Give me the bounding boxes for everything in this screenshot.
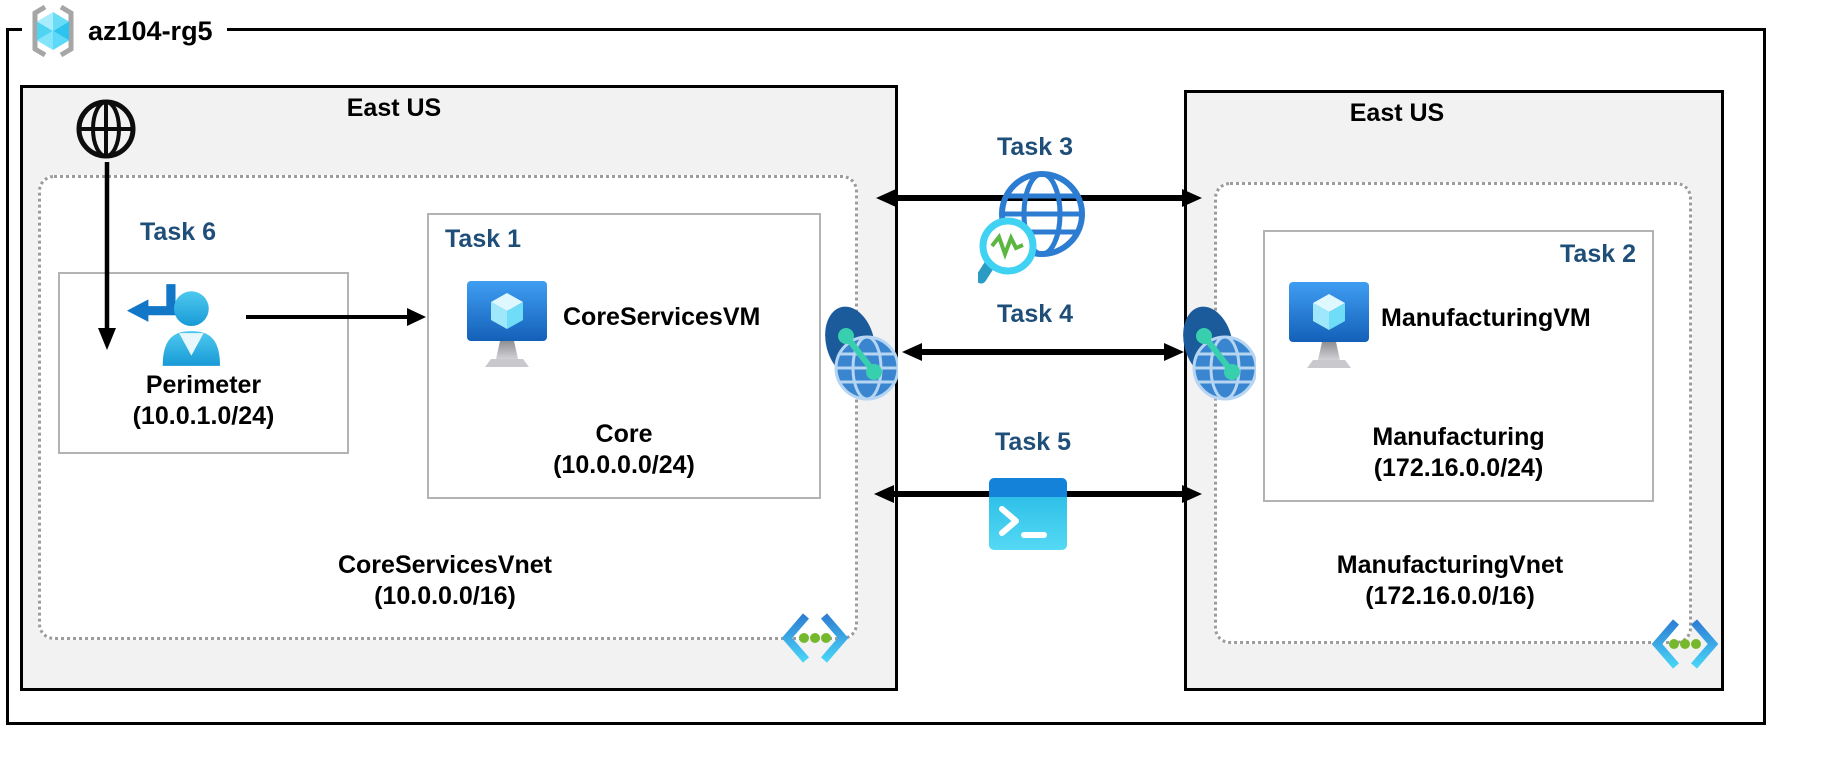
manufacturing-subnet-cidr: (172.16.0.0/24): [1373, 454, 1544, 482]
perimeter-subnet-cidr: (10.0.1.0/24): [132, 402, 275, 430]
manufacturing-vm-label: ManufacturingVM: [1381, 304, 1591, 332]
manufacturing-vnet-label: ManufacturingVnet (172.16.0.0/16): [1336, 551, 1564, 610]
virtual-network-chevrons-icon: [782, 613, 848, 663]
virtual-machine-icon: [1289, 282, 1369, 368]
virtual-machine-icon: [467, 281, 547, 367]
perimeter-to-core-arrow: [246, 308, 426, 326]
core-subnet-name: Core: [595, 420, 653, 448]
user-sign-in-icon: [126, 284, 220, 366]
resource-group-label: az104-rg5: [88, 15, 213, 46]
region-left-location-label: East US: [346, 94, 442, 122]
manufacturing-subnet-name: Manufacturing: [1372, 423, 1545, 451]
perimeter-subnet-box: Perimeter (10.0.1.0/24): [58, 272, 349, 454]
core-services-vnet-label: CoreServicesVnet (10.0.0.0/16): [337, 551, 552, 610]
vnet-peering-icon: [825, 306, 898, 401]
cloud-shell-icon: [989, 478, 1067, 550]
region-right-location-label: East US: [1349, 99, 1445, 127]
perimeter-subnet-name: Perimeter: [145, 371, 262, 399]
manufacturing-subnet-box: Task 2 ManufacturingVM Manufacturing (17…: [1263, 230, 1654, 502]
resource-group-icon: [32, 4, 74, 58]
resource-group-title: az104-rg5: [22, 2, 227, 60]
task-3-label: Task 3: [997, 133, 1073, 161]
resource-group-boundary: [6, 28, 1766, 725]
task-1-label: Task 1: [445, 225, 521, 253]
core-subnet-box: Task 1 CoreServicesVM Core (10.0.0.0/24): [427, 213, 821, 499]
task-4-bidirectional-arrow: [902, 343, 1184, 361]
task-6-label: Task 6: [140, 218, 216, 246]
task-4-label: Task 4: [997, 300, 1073, 328]
core-services-vm-label: CoreServicesVM: [563, 303, 761, 331]
internet-to-perimeter-arrow: [98, 162, 116, 350]
vnet-peering-icon: [1183, 306, 1256, 401]
internet-globe-icon: [76, 99, 136, 159]
core-subnet-cidr: (10.0.0.0/24): [553, 451, 695, 479]
network-watcher-icon: [978, 171, 1085, 284]
task-2-label: Task 2: [1560, 240, 1636, 268]
virtual-network-chevrons-icon: [1652, 619, 1718, 669]
task-5-label: Task 5: [995, 428, 1071, 456]
